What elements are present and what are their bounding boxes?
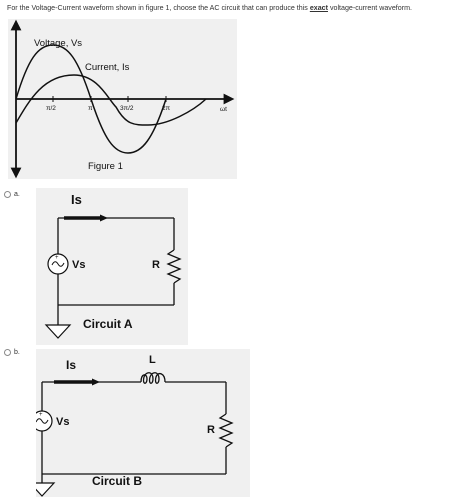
- inductor-label: L: [149, 354, 156, 366]
- ground-icon: [44, 324, 72, 339]
- plus-sign: +: [55, 255, 59, 261]
- option-a[interactable]: a.: [4, 191, 20, 198]
- current-label: Current, Is: [85, 62, 130, 73]
- option-a-letter: a.: [14, 191, 20, 198]
- inductor-symbol: [140, 372, 166, 384]
- tick-label-three-pi-half: 3π/2: [120, 105, 134, 112]
- current-curve: [15, 74, 207, 126]
- option-b-letter: b.: [14, 349, 20, 356]
- circuit-a-diagram: + Is Vs R Circuit A: [44, 192, 182, 339]
- question-prefix: For the Voltage-Current waveform shown i…: [7, 4, 310, 12]
- figure-1-panel: Voltage, Vs Current, Is π/2 π 3π/2 2π ωt…: [8, 19, 237, 179]
- option-b-radio[interactable]: [4, 349, 11, 356]
- resistor-label: R: [207, 424, 215, 436]
- current-arrow-head: [92, 378, 100, 386]
- circuit-b-diagram: + Is L Vs R Circuit B: [28, 354, 234, 497]
- circuit-a-panel: + Is Vs R Circuit A: [36, 188, 188, 345]
- question-text: For the Voltage-Current waveform shown i…: [7, 3, 452, 13]
- sine-glyph-icon: [35, 418, 49, 424]
- ground-icon: [28, 482, 56, 497]
- figure-caption: Figure 1: [88, 161, 123, 172]
- plus-sign: +: [39, 412, 43, 418]
- resistor-symbol: [218, 413, 234, 448]
- source-label: Vs: [72, 259, 85, 271]
- circuit-caption: Circuit A: [83, 317, 133, 331]
- option-b[interactable]: b.: [4, 349, 20, 356]
- circuit-caption: Circuit B: [92, 474, 142, 488]
- voltage-label: Voltage, Vs: [34, 38, 82, 49]
- tick-label-two-pi: 2π: [162, 105, 171, 112]
- source-label: Vs: [56, 416, 69, 428]
- resistor-label: R: [152, 259, 160, 271]
- question-suffix: voltage-current waveform.: [327, 4, 412, 12]
- tick-label-pi: π: [88, 105, 93, 112]
- current-label: Is: [71, 192, 82, 207]
- resistor-symbol: [166, 249, 182, 284]
- tick-label-pi-half: π/2: [46, 105, 56, 112]
- sine-glyph-icon: [51, 261, 65, 267]
- option-a-radio[interactable]: [4, 191, 11, 198]
- current-label: Is: [66, 358, 76, 372]
- circuit-b-panel: + Is L Vs R Circuit B: [28, 349, 250, 497]
- question-emphasis: exact: [309, 4, 328, 12]
- waveform-figure: Voltage, Vs Current, Is π/2 π 3π/2 2π ωt…: [10, 19, 235, 179]
- current-arrow-head: [100, 214, 108, 222]
- axis-label-omega-t: ωt: [220, 106, 227, 113]
